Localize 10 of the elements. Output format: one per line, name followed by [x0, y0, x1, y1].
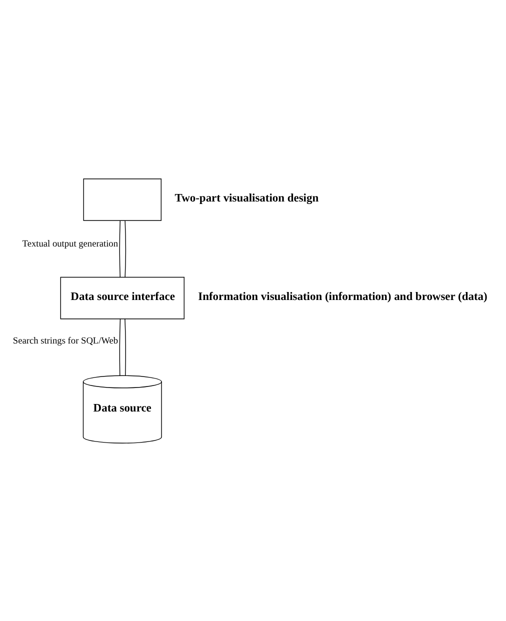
node-label: Two-part visualisation design [174, 192, 319, 204]
connector [119, 220, 120, 277]
node-box [83, 178, 162, 220]
connector [124, 220, 126, 277]
connector [119, 318, 121, 376]
edge-label: Textual output generation [22, 238, 118, 249]
edge-label: Search strings for SQL/Web [12, 336, 118, 346]
node-label: Information visualisation (information) and browser (data) [198, 290, 488, 303]
node-box: Data source interface [60, 276, 184, 319]
connector [124, 318, 126, 376]
